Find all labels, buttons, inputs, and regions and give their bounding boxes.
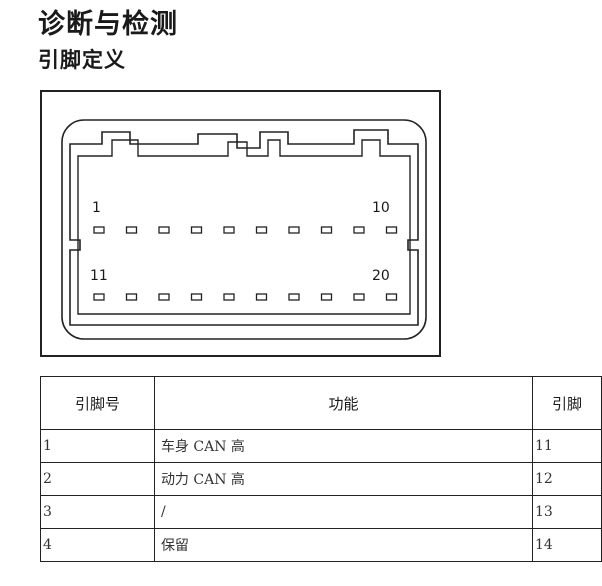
connector-housing-inner <box>69 129 419 326</box>
pin-socket-2 <box>125 226 138 234</box>
pin-socket-16 <box>255 293 268 301</box>
pin-row-1 <box>93 226 398 234</box>
pin-socket-19 <box>353 293 365 301</box>
pin-socket-7 <box>288 226 300 234</box>
pin-socket-15 <box>223 293 235 301</box>
header-pin-number-2: 引脚 <box>531 376 602 430</box>
table-header-row: 引脚号 功能 引脚 <box>40 376 602 430</box>
table-row: 2 动力 CAN 高 12 <box>40 462 602 496</box>
header-pin-number: 引脚号 <box>40 376 155 430</box>
pin-socket-8 <box>320 226 333 234</box>
pin-cell: 4 <box>40 528 155 562</box>
connector-housing-inner2 <box>77 139 411 315</box>
pin-definition-table: 引脚号 功能 引脚 1 车身 CAN 高 11 2 动力 CAN 高 12 3 … <box>40 376 602 562</box>
pin-cell-2: 13 <box>531 495 602 529</box>
table-row: 4 保留 14 <box>40 528 602 562</box>
pin-socket-17 <box>288 293 300 301</box>
function-cell: 保留 <box>153 528 533 562</box>
section-title: 诊断与检测 <box>38 9 178 40</box>
pin-socket-11 <box>93 293 105 301</box>
pin-socket-10 <box>385 226 398 234</box>
pin-cell-2: 12 <box>531 462 602 496</box>
pin-socket-18 <box>320 293 333 301</box>
pin-socket-9 <box>353 226 365 234</box>
pin-cell: 1 <box>40 429 155 463</box>
connector-housing-outer <box>61 119 427 340</box>
connector-diagram: 1 10 11 20 <box>40 90 441 357</box>
pin-socket-6 <box>255 226 268 234</box>
connector-drawing: 1 10 11 20 <box>61 119 427 340</box>
pin-socket-14 <box>190 293 203 301</box>
pin-socket-1 <box>93 226 105 234</box>
pin-cell: 2 <box>40 462 155 496</box>
pin-socket-4 <box>190 226 203 234</box>
pin-cell-2: 14 <box>531 528 602 562</box>
pin-socket-20 <box>385 293 398 301</box>
pin-label-10: 10 <box>372 200 390 216</box>
pin-label-1: 1 <box>92 200 101 216</box>
pin-socket-12 <box>125 293 138 301</box>
pin-socket-3 <box>158 226 170 234</box>
function-cell: 车身 CAN 高 <box>153 429 533 463</box>
pin-row-2 <box>93 293 398 301</box>
pin-socket-5 <box>223 226 235 234</box>
pin-cell: 3 <box>40 495 155 529</box>
pin-label-20: 20 <box>372 268 390 284</box>
function-cell: 动力 CAN 高 <box>153 462 533 496</box>
pin-cell-2: 11 <box>531 429 602 463</box>
subsection-title: 引脚定义 <box>38 48 126 72</box>
table-row: 1 车身 CAN 高 11 <box>40 429 602 463</box>
header-function: 功能 <box>153 376 533 430</box>
pin-socket-13 <box>158 293 170 301</box>
pin-label-11: 11 <box>90 268 108 284</box>
table-row: 3 / 13 <box>40 495 602 529</box>
function-cell: / <box>153 495 533 529</box>
